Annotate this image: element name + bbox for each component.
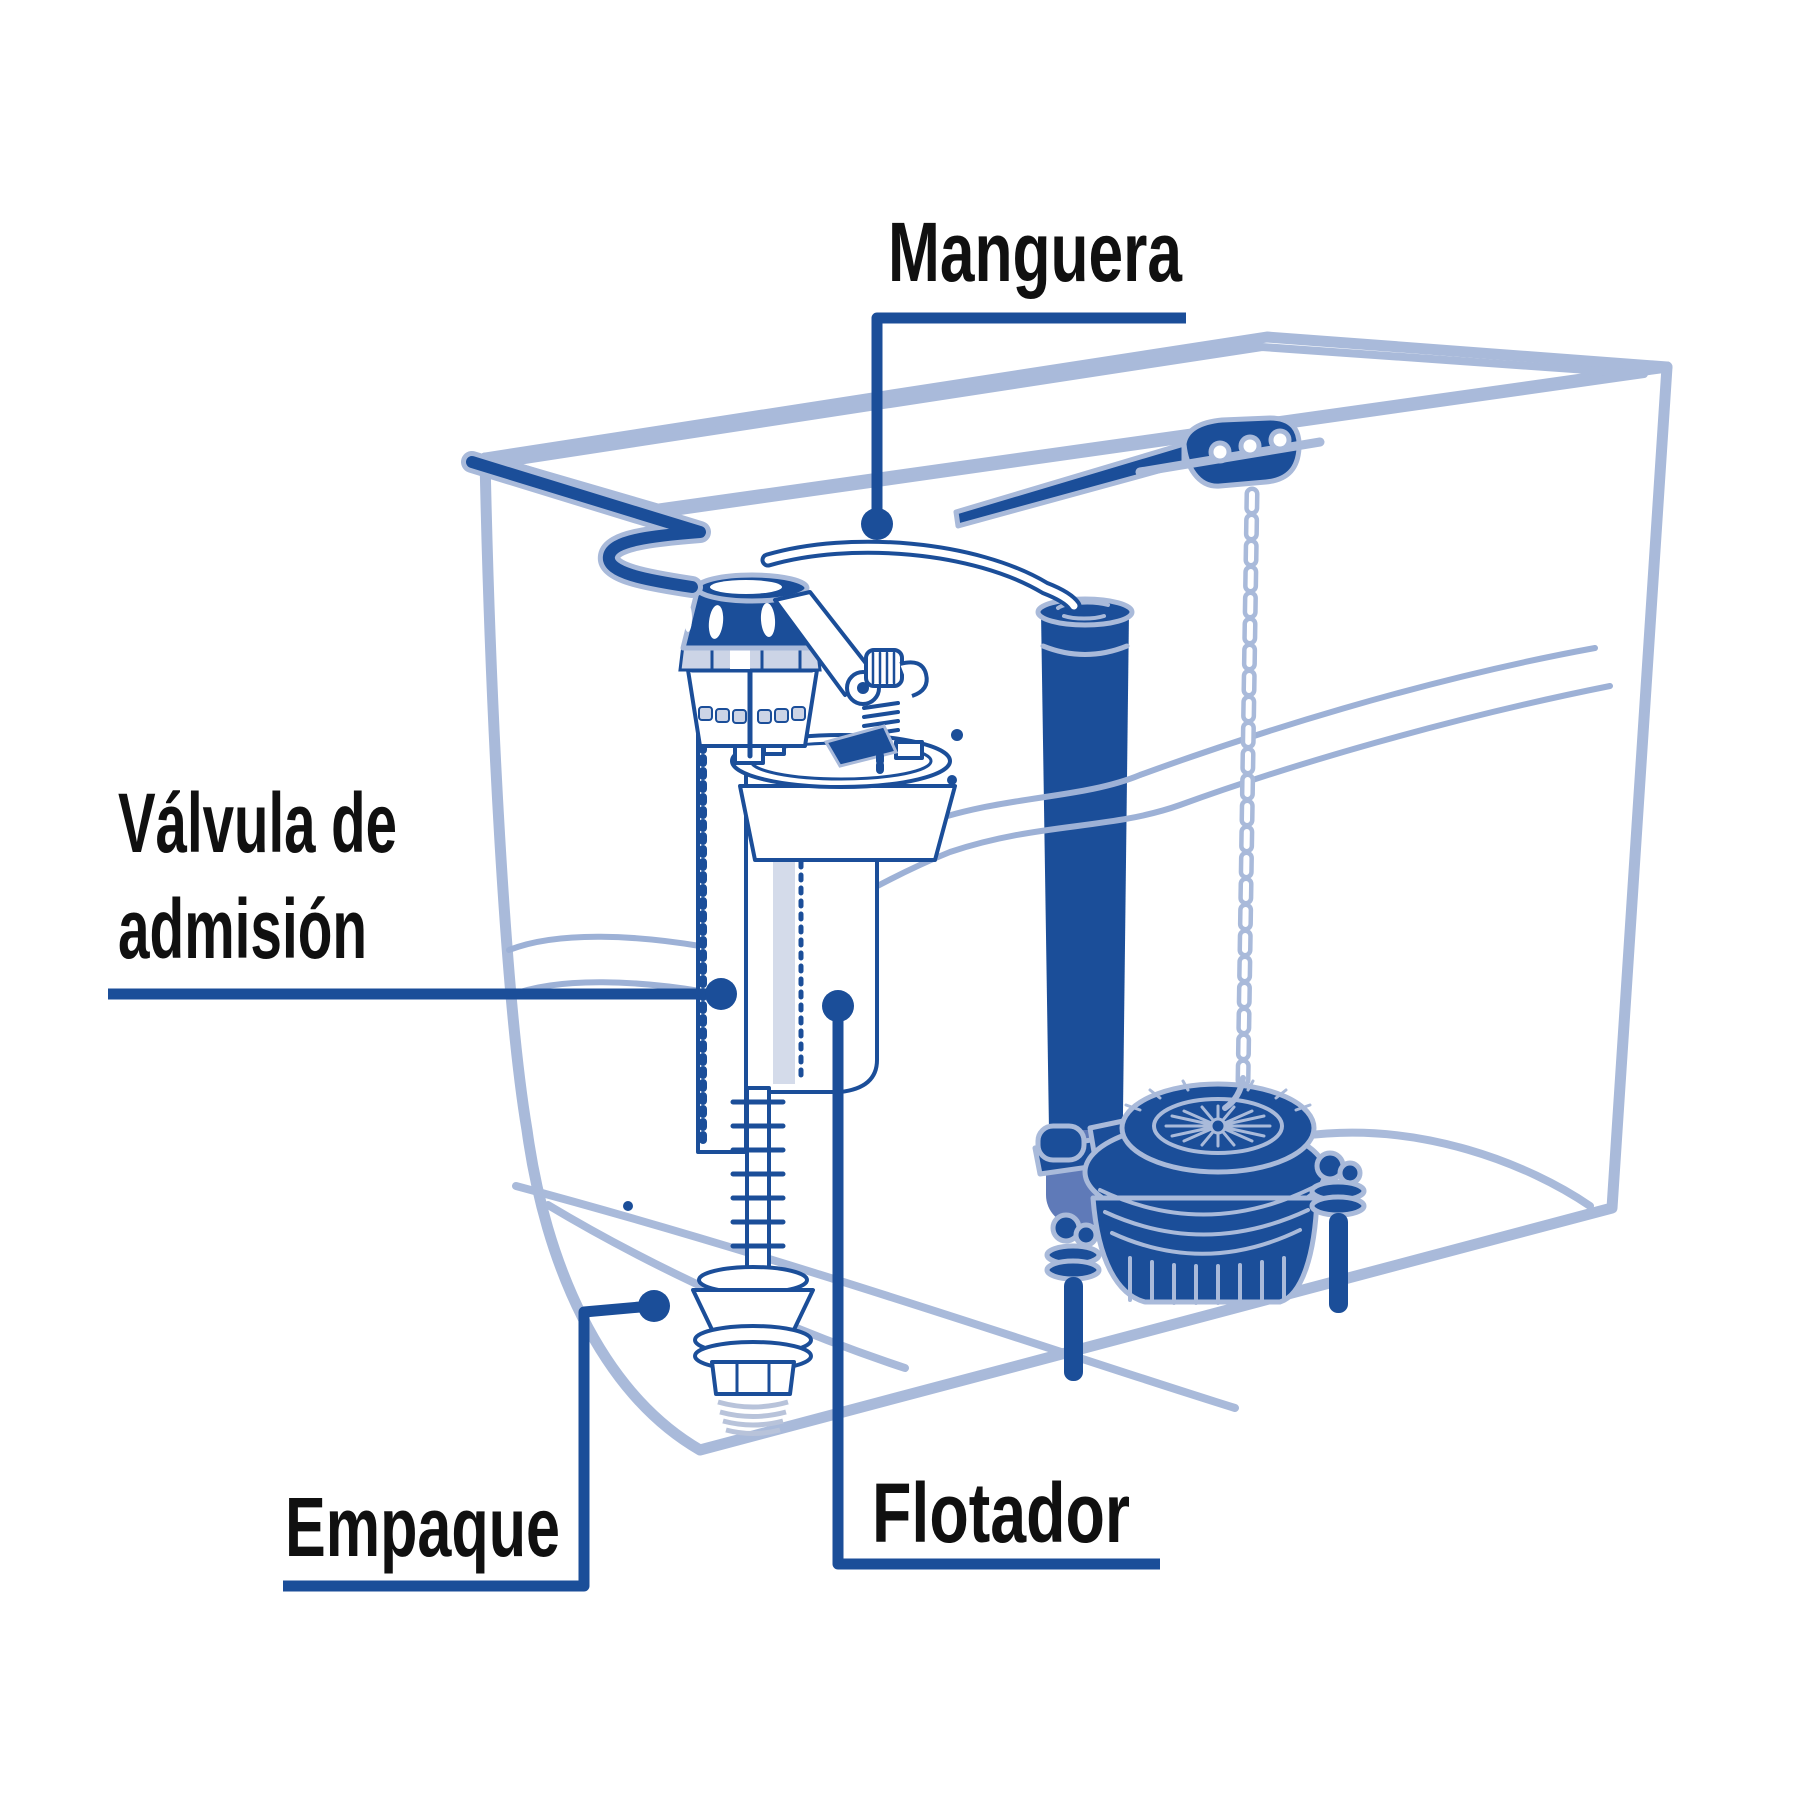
leader-valvula (108, 978, 737, 1010)
fill-valve (678, 572, 957, 1436)
cap-slot-2 (760, 603, 776, 637)
float-arm-linkage (773, 590, 929, 776)
water-line-upper (506, 645, 1598, 953)
cap-slot-3 (684, 604, 692, 632)
label-empaque: Empaque (285, 1480, 560, 1574)
tank-floor-line-right (1298, 1128, 1594, 1210)
float-cup-shade (773, 804, 795, 1084)
cap-slot-1 (708, 605, 724, 639)
overflow-tube-collar (1040, 643, 1130, 657)
adjust-screw (864, 648, 904, 688)
label-valvula-line2: admisión (118, 882, 367, 976)
label-manguera: Manguera (888, 205, 1183, 299)
paddle-holes (1208, 428, 1292, 464)
valve-vent-slots (698, 706, 806, 724)
leader-flotador (822, 990, 1160, 1570)
shank-threads-fading (717, 1399, 789, 1436)
refill-tube (760, 539, 1082, 614)
leader-dot-manguera (861, 508, 893, 540)
flapper-star (1124, 1079, 1312, 1148)
flapper-ring-lines (1098, 1186, 1314, 1256)
leader-dot-empaque (638, 1290, 670, 1322)
supply-hose (461, 451, 711, 598)
tank-body-edges (479, 361, 1673, 1456)
flush-valve-flapper (1032, 1079, 1367, 1381)
water-lines (506, 645, 1613, 999)
refill-tube-core (764, 543, 1078, 610)
flush-lever (953, 415, 1325, 529)
flapper-dome-ring (1152, 1097, 1284, 1155)
label-flotador: Flotador (872, 1466, 1130, 1560)
bowl-under (738, 784, 957, 862)
water-line-lower (506, 683, 1613, 999)
gasket-assembly (691, 1086, 815, 1436)
overflow-tube-body (1041, 612, 1129, 1195)
leader-empaque (283, 1290, 670, 1592)
valve-collar-gap (730, 646, 750, 669)
droplet-dots (623, 729, 963, 1211)
stem-fins (730, 1099, 786, 1249)
chain-links-inner (1240, 491, 1255, 1085)
tank-floor-line-left (512, 1182, 1239, 1412)
supply-hose-line (466, 456, 706, 593)
shank-nut (710, 1360, 796, 1396)
label-valvula-line1: Válvula de (118, 776, 397, 870)
tank-bolt-left (1044, 1212, 1102, 1381)
flapper-skirt-ribs (1128, 1256, 1286, 1305)
arm-clevis (899, 660, 929, 698)
cap-top-opening (710, 580, 782, 594)
flapper-bracket-barrel (1035, 1123, 1087, 1163)
leader-dot-valvula (705, 978, 737, 1010)
leader-manguera (861, 312, 1186, 540)
leader-dot-flotador (822, 990, 854, 1022)
arm-spring (862, 701, 900, 737)
flapper-chain (1222, 486, 1260, 1111)
bowl-clip-right (894, 740, 924, 760)
tank-bolt-right (1309, 1150, 1367, 1313)
chain-hook (1222, 1075, 1246, 1111)
